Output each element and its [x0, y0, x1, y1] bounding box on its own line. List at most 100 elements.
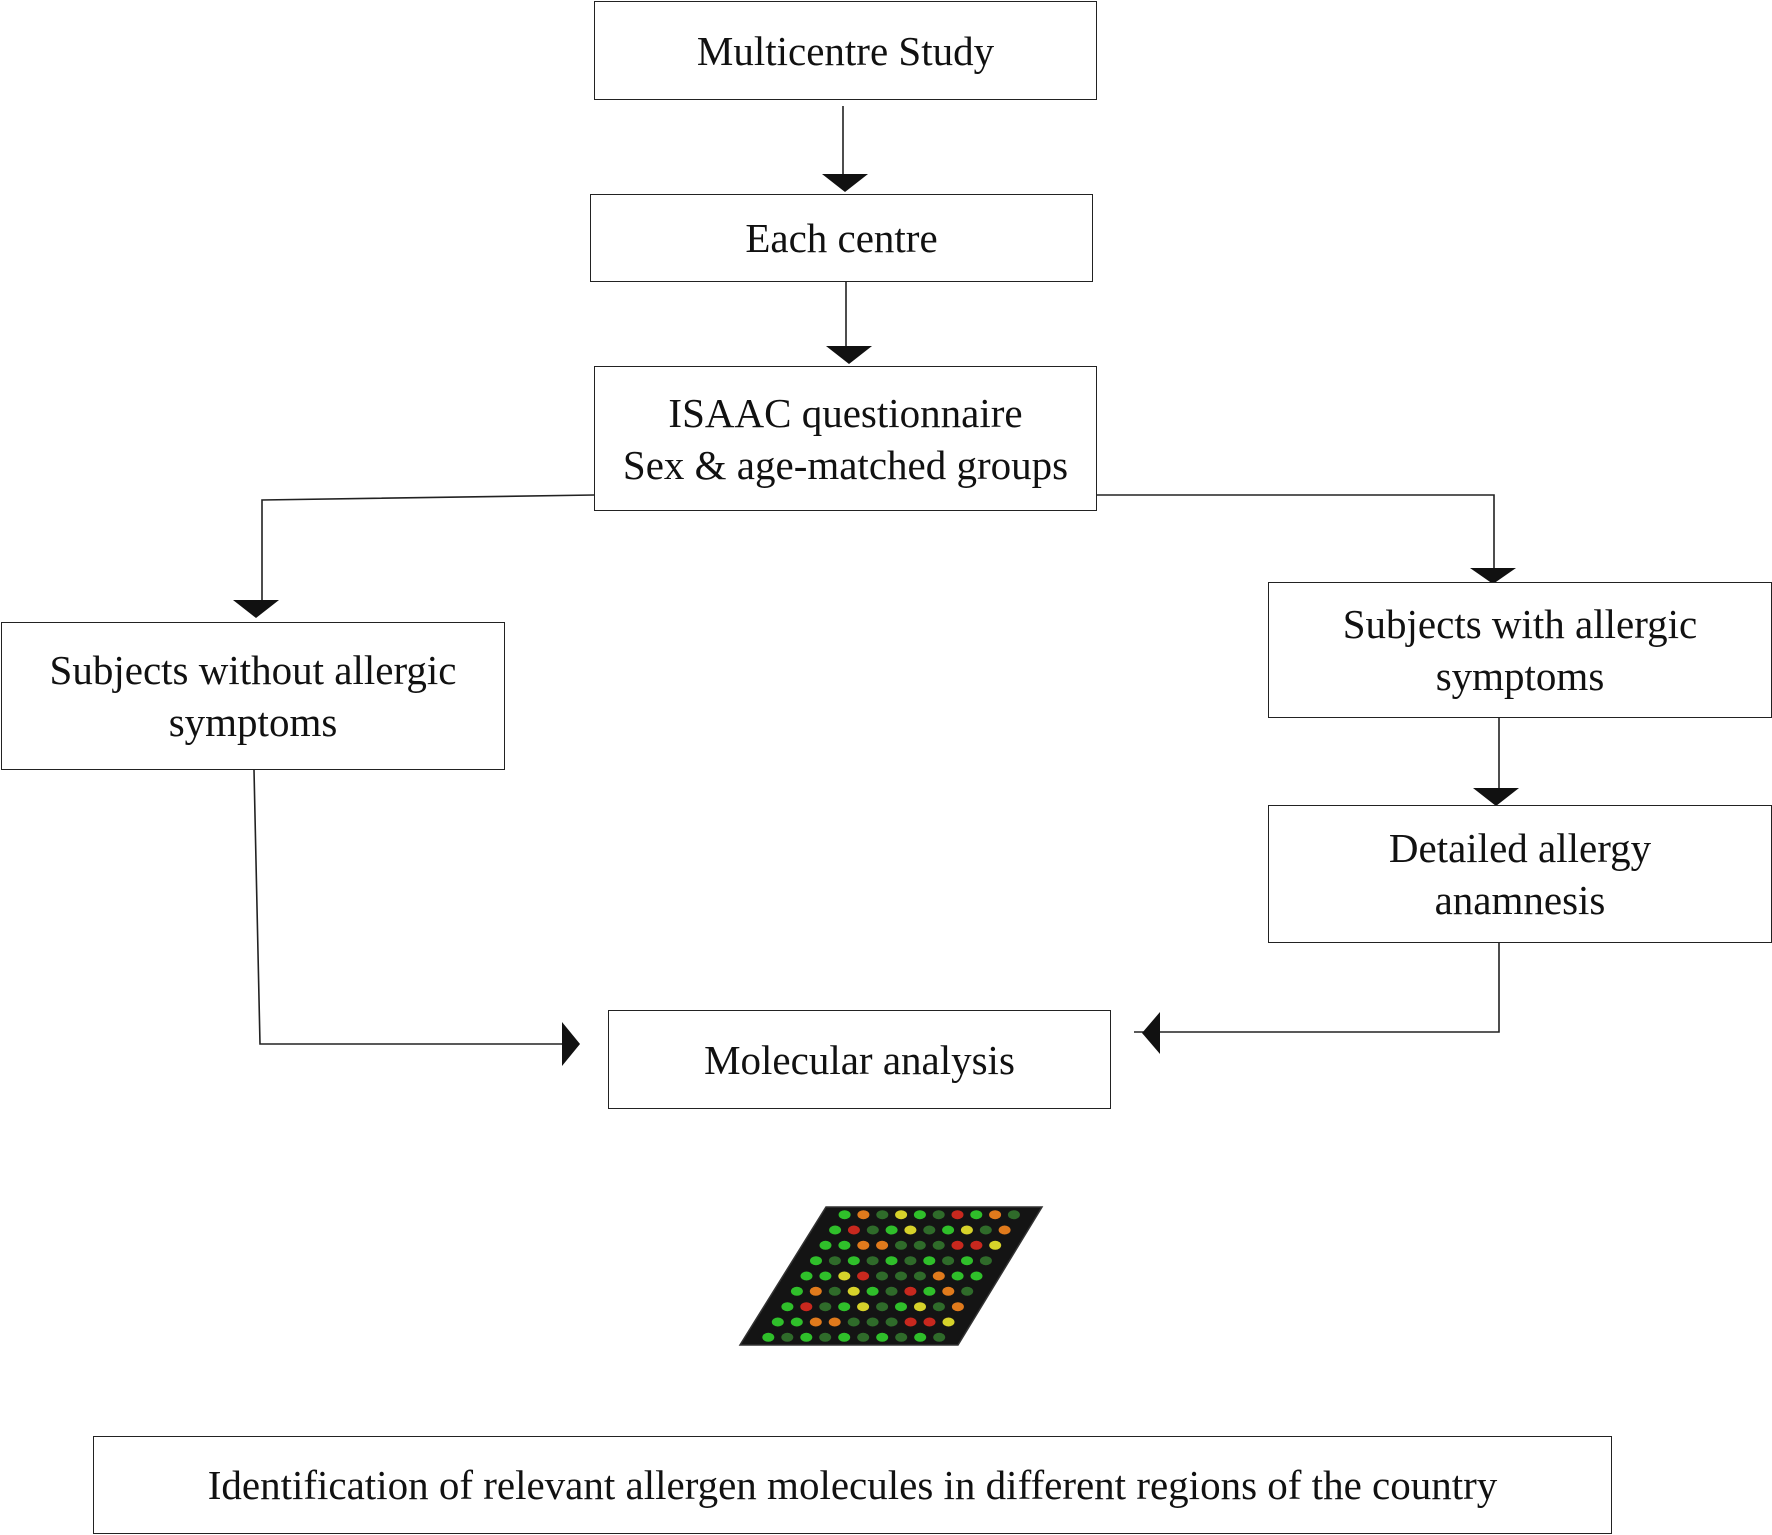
- microarray-spot: [932, 1240, 945, 1250]
- microarray-spot: [989, 1210, 1002, 1220]
- microarray-spot: [828, 1256, 841, 1266]
- microarray-spot: [942, 1317, 955, 1327]
- microarray-spot: [951, 1240, 964, 1250]
- microarray-spot: [923, 1286, 936, 1296]
- isaac-questionnaire-box: ISAAC questionnaire Sex & age-matched gr…: [594, 366, 1097, 511]
- microarray-spot: [932, 1302, 945, 1312]
- microarray-spot: [885, 1256, 898, 1266]
- subjects-with-symptoms-box: Subjects with allergic symptoms: [1268, 582, 1772, 718]
- microarray-spot: [866, 1317, 879, 1327]
- multicentre-study-box: Multicentre Study: [594, 1, 1097, 100]
- microarray-spot: [819, 1240, 832, 1250]
- microarray-spot: [847, 1317, 860, 1327]
- microarray-spot: [961, 1286, 974, 1296]
- microarray-spot: [914, 1332, 927, 1342]
- microarray-spot: [904, 1225, 917, 1235]
- microarray-spot: [904, 1256, 917, 1266]
- microarray-spot: [885, 1225, 898, 1235]
- microarray-spot: [809, 1317, 822, 1327]
- microarray-spot: [876, 1210, 889, 1220]
- microarray-spot: [876, 1302, 889, 1312]
- microarray-spot: [828, 1286, 841, 1296]
- microarray-spot: [904, 1317, 917, 1327]
- subjects-without-label-line2: symptoms: [168, 699, 338, 745]
- microarray-spot: [866, 1225, 879, 1235]
- microarray-spot: [970, 1271, 983, 1281]
- microarray-spot: [857, 1271, 870, 1281]
- arrowhead-down-icon: [826, 346, 872, 364]
- microarray-spot: [790, 1286, 803, 1296]
- connector-isaac-without: [261, 494, 595, 602]
- microarray-spot: [895, 1240, 907, 1250]
- microarray-spot: [1007, 1210, 1020, 1220]
- microarray-spot: [989, 1240, 1002, 1250]
- connector-without-molecular: [253, 769, 566, 1045]
- arrowhead-right-icon: [562, 1022, 580, 1066]
- microarray-spot: [979, 1256, 992, 1266]
- microarray-spot: [857, 1302, 870, 1312]
- microarray-spot: [942, 1286, 955, 1296]
- microarray-spot: [942, 1256, 955, 1266]
- microarray-spot: [913, 1210, 926, 1220]
- microarray-spot: [828, 1317, 841, 1327]
- microarray-spot: [762, 1332, 775, 1342]
- microarray-spot: [904, 1286, 917, 1296]
- identification-box: Identification of relevant allergen mole…: [93, 1436, 1612, 1534]
- microarray-spot: [800, 1302, 813, 1312]
- microarray-spot: [838, 1210, 851, 1220]
- microarray-spot: [961, 1256, 973, 1266]
- microarray-spot: [913, 1240, 926, 1250]
- molecular-analysis-label: Molecular analysis: [704, 1036, 1015, 1083]
- microarray-spot: [923, 1317, 936, 1327]
- microarray-spot: [951, 1210, 964, 1220]
- microarray-spot: [932, 1271, 945, 1281]
- molecular-analysis-box: Molecular analysis: [608, 1010, 1111, 1109]
- microarray-spot: [923, 1256, 936, 1266]
- microarray-spot: [819, 1302, 832, 1312]
- subjects-with-label-line2: symptoms: [1435, 653, 1605, 699]
- microarray-spot: [885, 1317, 898, 1327]
- microarray-spot: [979, 1225, 992, 1235]
- microarray-spot: [847, 1225, 860, 1235]
- arrowhead-down-icon: [822, 174, 868, 192]
- microarray-spot: [876, 1240, 889, 1250]
- microarray-spot: [885, 1286, 898, 1296]
- microarray-spot: [970, 1240, 983, 1250]
- microarray-spot: [895, 1210, 908, 1220]
- microarray-spot: [866, 1286, 879, 1296]
- isaac-questionnaire-label: ISAAC questionnaire: [668, 389, 1023, 436]
- microarray-spot: [781, 1332, 794, 1342]
- microarray-spot: [857, 1332, 870, 1342]
- microarray-spot: [857, 1210, 870, 1220]
- microarray-spot: [914, 1302, 926, 1312]
- arrowhead-left-icon: [1142, 1012, 1160, 1054]
- microarray-spot: [800, 1271, 813, 1281]
- microarray-spot: [895, 1332, 908, 1342]
- microarray-spot: [951, 1302, 964, 1312]
- detailed-allergy-label-line1: Detailed allergy: [1388, 825, 1652, 871]
- microarray-spot: [838, 1332, 851, 1342]
- microarray-spot: [838, 1240, 851, 1250]
- connector-detailed-molecular: [1134, 943, 1500, 1033]
- microarray-spot: [913, 1271, 926, 1281]
- arrowhead-down-icon: [233, 600, 279, 618]
- each-centre-label: Each centre: [745, 215, 938, 261]
- microarray-spot: [790, 1317, 803, 1327]
- connector-isaac-with: [1097, 494, 1495, 568]
- microarray-spot: [895, 1302, 907, 1312]
- microarray-spot: [895, 1271, 907, 1281]
- detailed-allergy-anamnesis-box: Detailed allergy anamnesis: [1268, 805, 1772, 943]
- microarray-spot: [838, 1271, 851, 1281]
- microarray-chip-icon: [738, 1206, 1044, 1346]
- subjects-without-symptoms-box: Subjects without allergic symptoms: [1, 622, 505, 770]
- microarray-spot: [800, 1332, 813, 1342]
- microarray-spot: [819, 1332, 832, 1342]
- microarray-spot: [847, 1286, 860, 1296]
- multicentre-study-label: Multicentre Study: [696, 27, 995, 74]
- microarray-spot: [876, 1271, 888, 1281]
- microarray-spot: [838, 1302, 851, 1312]
- microarray-spot: [932, 1210, 945, 1220]
- microarray-spot: [942, 1225, 955, 1235]
- microarray-spot: [829, 1225, 842, 1235]
